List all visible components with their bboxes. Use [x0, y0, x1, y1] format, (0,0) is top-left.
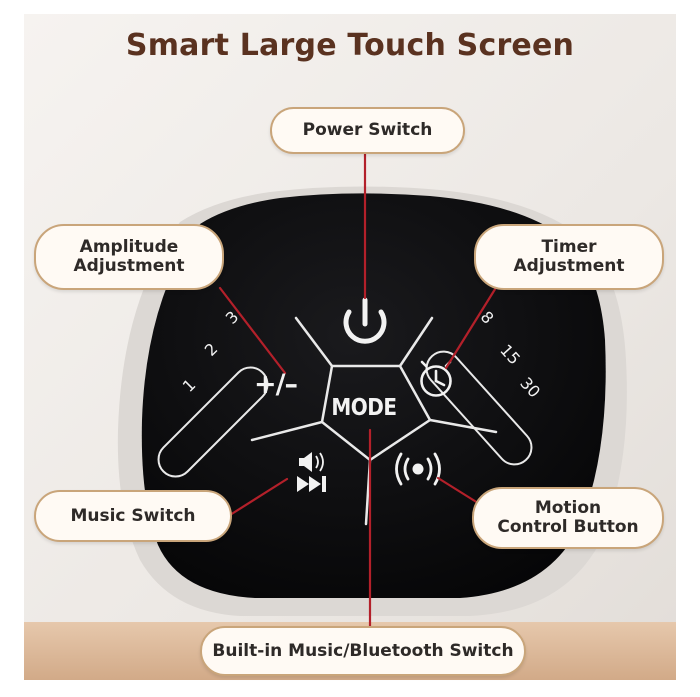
callout-amplitude-line1: Amplitude — [79, 237, 179, 257]
callout-power-switch-text: Power Switch — [302, 120, 433, 140]
page-title: Smart Large Touch Screen — [125, 28, 575, 63]
callout-timer-adjustment: Timer Adjustment — [474, 224, 664, 290]
panel-separator-lines — [250, 316, 498, 526]
callout-power-switch: Power Switch — [270, 107, 465, 154]
callout-builtin-music-text: Built-in Music/Bluetooth Switch — [212, 640, 514, 661]
mode-button-label[interactable]: MODE — [331, 393, 397, 421]
callout-motion-line2: Control Button — [497, 517, 639, 537]
callout-amplitude-adjustment: Amplitude Adjustment — [34, 224, 224, 290]
callout-motion-line1: Motion — [534, 498, 602, 518]
callout-motion-control: Motion Control Button — [472, 487, 664, 549]
callout-music-switch-text: Music Switch — [70, 505, 196, 526]
leader-lines — [218, 150, 499, 632]
amplitude-slider-track[interactable] — [151, 360, 274, 483]
power-icon[interactable] — [343, 297, 387, 344]
speaker-next-icon[interactable] — [297, 452, 326, 492]
callout-timer-line1: Timer — [541, 237, 597, 257]
motion-signal-icon[interactable] — [395, 452, 441, 486]
callout-music-switch: Music Switch — [34, 490, 232, 542]
amplitude-symbol[interactable]: +/– — [254, 369, 298, 400]
timer-slider-track[interactable] — [420, 345, 539, 472]
callout-timer-line2: Adjustment — [513, 256, 625, 276]
callout-builtin-music-bluetooth: Built-in Music/Bluetooth Switch — [200, 626, 526, 676]
callout-amplitude-line2: Adjustment — [73, 256, 185, 276]
